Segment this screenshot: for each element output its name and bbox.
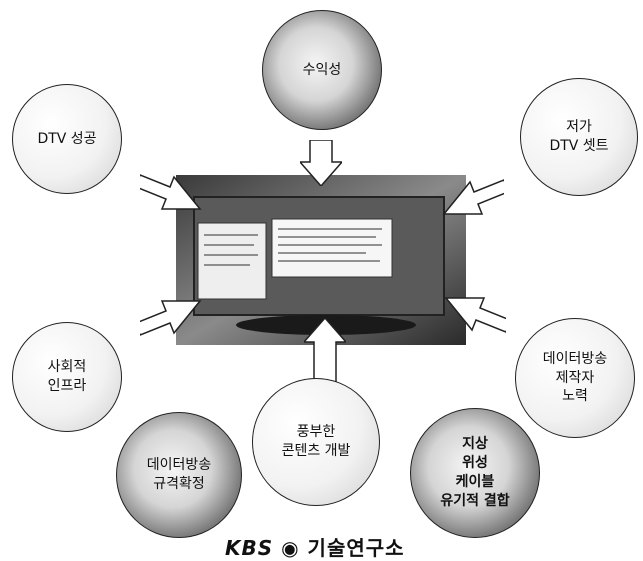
node-bottom-center-line-2: 콘텐츠 개발	[281, 443, 351, 459]
node-right-line-3: 노력	[562, 388, 588, 405]
node-bottom-center-line-1: 풍부한	[296, 424, 336, 441]
node-top-left: DTV 성공	[12, 84, 122, 194]
node-bottom-left-line-1: 데이터방송	[146, 457, 212, 474]
node-bottom-left-line-2: 규격확정	[153, 476, 205, 492]
node-bottom-center: 풍부한 콘텐츠 개발	[252, 378, 380, 506]
node-bottom-right: 지상 위성 케이블 유기적 결합	[410, 408, 540, 538]
arrow-bottom-left	[140, 300, 202, 336]
node-top-line-1: 수익성	[302, 61, 342, 78]
node-top-left-line-1: DTV 성공	[37, 130, 97, 147]
arrow-bottom	[304, 318, 346, 384]
node-bottom-right-line-4: 유기적 결합	[440, 492, 510, 509]
footer-org-name: 기술연구소	[307, 536, 405, 560]
node-top: 수익성	[262, 10, 382, 130]
node-left-line-1: 사회적	[47, 359, 87, 376]
node-bottom-right-line-1: 지상	[462, 436, 488, 453]
node-right: 데이터방송 제작자 노력	[515, 318, 635, 438]
footer-logo-emblem-icon: ◉	[281, 536, 300, 560]
tv-screen-illustration	[176, 175, 466, 345]
node-left: 사회적 인프라	[12, 322, 122, 432]
arrow-top-left	[140, 174, 202, 210]
node-left-line-2: 인프라	[47, 378, 87, 394]
node-bottom-right-line-2: 위성	[462, 455, 488, 472]
arrow-bottom-right	[444, 297, 506, 333]
footer-logo: KBS ◉ 기술연구소	[225, 532, 405, 561]
footer-logo-kbs: KBS	[225, 536, 274, 560]
arrow-top	[300, 140, 342, 186]
node-bottom-left: 데이터방송 규격확정	[116, 412, 242, 538]
node-top-right-line-2: DTV 셋트	[549, 138, 609, 154]
node-right-line-1: 데이터방송	[542, 350, 608, 367]
arrow-top-right	[442, 179, 504, 215]
node-top-right: 저가 DTV 셋트	[520, 78, 638, 196]
node-bottom-right-line-3: 케이블	[455, 474, 495, 490]
node-top-right-line-1: 저가	[566, 119, 592, 136]
node-right-line-2: 제작자	[555, 369, 595, 386]
